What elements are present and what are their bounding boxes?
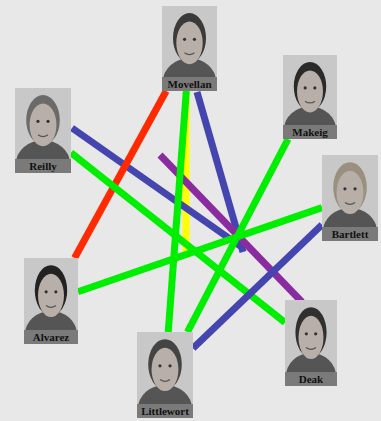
portrait-photo <box>285 300 337 372</box>
eye <box>36 120 39 123</box>
face <box>30 104 57 147</box>
portrait-photo <box>137 332 193 404</box>
eye <box>168 364 171 367</box>
portrait-node: Deak <box>285 300 337 386</box>
blue-line <box>72 128 243 248</box>
face <box>299 316 324 359</box>
face <box>337 171 364 214</box>
mouth <box>305 101 315 103</box>
portrait-node: Bartlett <box>322 155 378 241</box>
connection-line <box>168 91 186 332</box>
eye <box>305 332 308 335</box>
face <box>38 274 64 317</box>
face <box>152 348 179 391</box>
portrait-node: Movellan <box>162 6 217 91</box>
face <box>176 22 202 65</box>
person-name: Alvarez <box>24 330 78 344</box>
mouth <box>185 53 195 55</box>
portrait-photo <box>322 155 378 227</box>
mouth <box>38 135 48 137</box>
eye <box>353 187 356 190</box>
eye <box>304 86 307 89</box>
mouth <box>46 306 56 308</box>
eye <box>314 332 317 335</box>
portrait-photo <box>24 258 78 330</box>
face <box>297 70 323 112</box>
portrait-node: Alvarez <box>24 258 78 344</box>
eye <box>45 290 48 293</box>
portrait-node: Makeig <box>283 55 337 139</box>
portrait-photo <box>15 88 71 159</box>
person-name: Bartlett <box>322 227 378 241</box>
portrait-photo <box>162 6 217 77</box>
eye <box>158 364 161 367</box>
eye <box>193 38 196 41</box>
mouth <box>306 348 316 350</box>
person-name: Makeig <box>283 125 337 139</box>
connection-line <box>78 208 322 292</box>
portrait-photo <box>283 55 337 125</box>
eye <box>46 120 49 123</box>
person-name: Reilly <box>15 159 71 173</box>
eye <box>343 187 346 190</box>
eye <box>313 86 316 89</box>
eye <box>183 38 186 41</box>
portrait-node: Littlewort <box>137 332 193 418</box>
eye <box>54 290 57 293</box>
mouth <box>160 380 170 382</box>
mouth <box>345 203 355 205</box>
person-name: Movellan <box>162 77 217 91</box>
person-name: Deak <box>285 372 337 386</box>
person-name: Littlewort <box>137 404 193 418</box>
connection-line <box>75 91 167 258</box>
portrait-node: Reilly <box>15 88 71 173</box>
